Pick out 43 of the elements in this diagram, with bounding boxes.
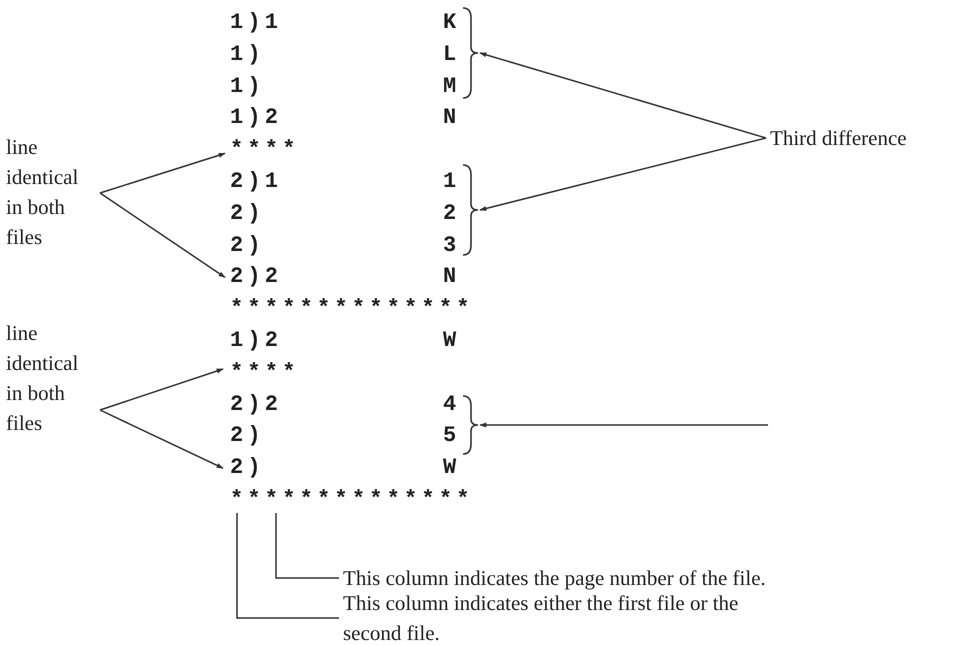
file-page-code: 1)1 — [230, 10, 282, 36]
file-page-code: 2)2 — [230, 264, 282, 290]
line-content: L — [443, 42, 460, 68]
leader-line — [236, 513, 339, 619]
arrow — [479, 137, 766, 211]
file-page-code: 2) — [230, 232, 265, 259]
arrow — [479, 422, 768, 428]
file-page-code: 1)2 — [230, 105, 282, 132]
file-page-code: ************** — [230, 296, 474, 322]
file-page-code: 2)2 — [230, 392, 282, 418]
line-content: M — [443, 74, 460, 100]
arrow — [100, 152, 226, 194]
line-content: 5 — [443, 423, 460, 450]
file-page-code: 2) — [230, 423, 265, 450]
line-content: 4 — [443, 392, 460, 418]
line-content: K — [443, 10, 460, 36]
file-page-code: **** — [230, 360, 300, 386]
curly-brace — [462, 7, 479, 99]
line-content: N — [443, 105, 460, 132]
line-content: N — [443, 264, 460, 290]
file-page-code: 1) — [230, 42, 265, 68]
file-page-code: **** — [230, 137, 300, 164]
annotation-text: line identical in both files — [6, 132, 96, 252]
arrow — [100, 368, 224, 411]
line-content: 2 — [443, 200, 460, 227]
annotation-text: Third difference — [770, 123, 950, 153]
file-page-code: 1)2 — [230, 328, 282, 354]
file-page-code: ************** — [230, 487, 474, 513]
leader-line — [275, 513, 339, 579]
curly-brace — [462, 164, 479, 256]
line-content: W — [443, 328, 460, 354]
line-content: 3 — [443, 232, 460, 259]
line-content: 1 — [443, 169, 460, 195]
curly-brace — [462, 395, 479, 455]
arrow — [100, 409, 224, 469]
arrow — [100, 192, 226, 278]
file-page-code: 2)1 — [230, 169, 282, 195]
file-page-code: 2) — [230, 455, 265, 482]
file-page-code: 2) — [230, 200, 265, 227]
arrow — [479, 52, 766, 139]
file-page-code: 1) — [230, 74, 265, 100]
line-content: W — [443, 455, 460, 482]
annotation-text: line identical in both files — [6, 318, 96, 438]
